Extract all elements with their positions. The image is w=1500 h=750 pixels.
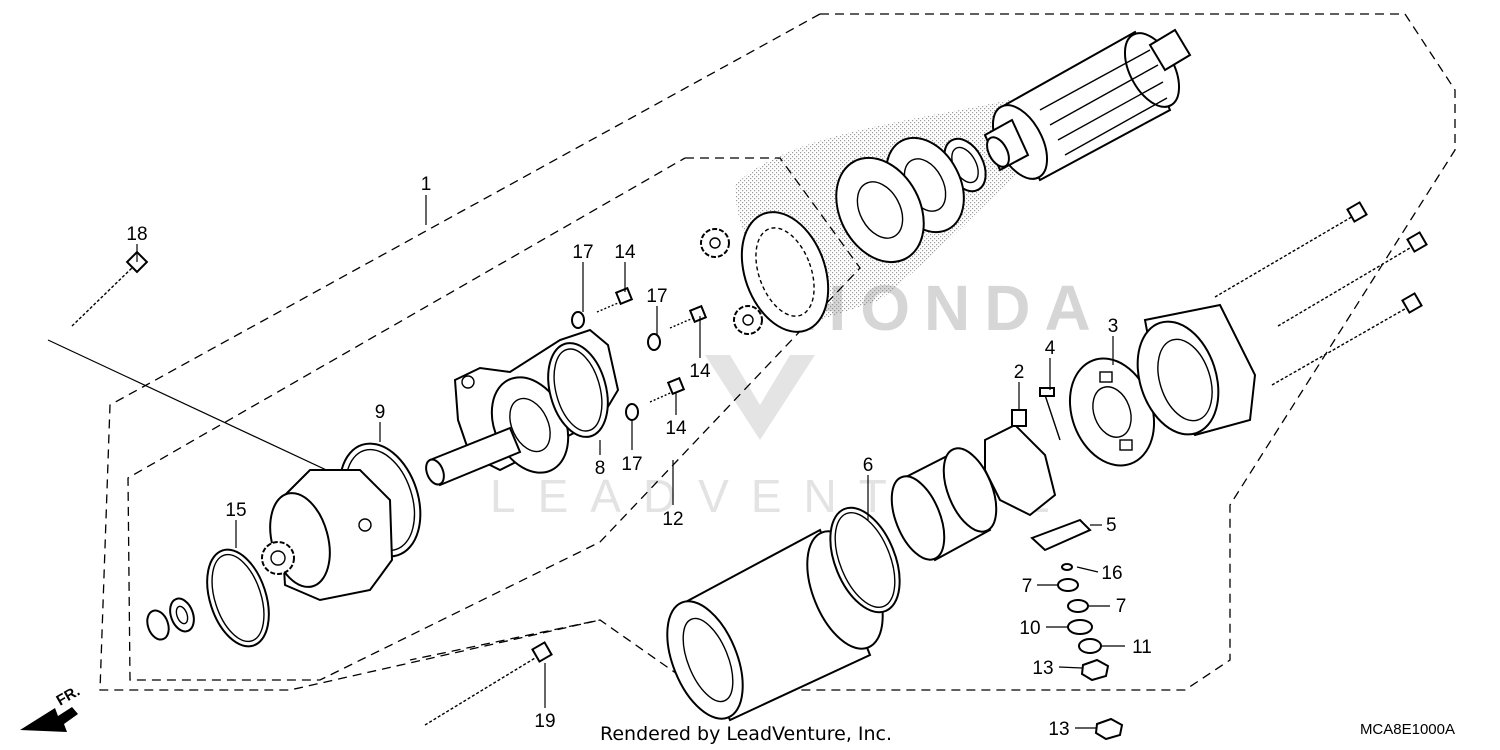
callout-12: 12	[662, 509, 683, 530]
bolt-18-icon	[71, 250, 149, 327]
callout-1: 1	[421, 174, 432, 195]
footer-credit: Rendered by LeadVenture, Inc.	[600, 723, 892, 745]
callout-14c: 14	[665, 418, 687, 439]
bolt-19-icon	[424, 641, 553, 726]
callout-16: 16	[1101, 563, 1122, 584]
through-bolt-icon	[1214, 201, 1428, 386]
callout-17a: 17	[572, 242, 593, 263]
washer-stack-icon	[1057, 563, 1124, 741]
callout-7b: 7	[1116, 596, 1127, 617]
callout-14b: 14	[689, 361, 711, 382]
callout-13a: 13	[1032, 658, 1053, 679]
shim-washer-icon	[835, 156, 925, 264]
brush-holder-ring-icon	[890, 447, 998, 562]
yoke-o-ring-icon	[829, 506, 901, 614]
callout-7a: 7	[1022, 576, 1033, 597]
leader-lines	[136, 195, 1125, 729]
callout-13b: 13	[1048, 719, 1069, 740]
callout-3: 3	[1108, 316, 1119, 337]
front-arrow: FR.	[20, 683, 83, 732]
callout-6: 6	[863, 455, 874, 476]
washer-17-icon	[571, 311, 661, 421]
callout-10: 10	[1019, 618, 1040, 639]
callout-14a: 14	[614, 242, 636, 263]
ring-gear-icon	[740, 211, 830, 333]
callout-17b: 17	[646, 286, 667, 307]
output-shaft-icon	[425, 426, 522, 487]
callout-labels: 1 2 3 4 5 6 7 7 8 9 10 11 12 13 13 14 14…	[126, 174, 1151, 740]
callout-17c: 17	[621, 454, 642, 475]
callout-19: 19	[534, 711, 555, 732]
callout-2: 2	[1014, 362, 1025, 383]
terminal-plate-icon	[1030, 518, 1092, 552]
callout-9: 9	[375, 402, 386, 423]
callout-8: 8	[595, 458, 606, 479]
o-ring-icon	[547, 342, 609, 438]
screw-icon	[1039, 387, 1061, 441]
front-housing-icon	[261, 469, 394, 602]
diagram-code: MCA8E1000A	[1360, 721, 1455, 738]
callout-5: 5	[1106, 515, 1117, 536]
callout-18: 18	[126, 224, 147, 245]
outer-assembly-outline	[409, 13, 1456, 691]
inner-assembly-outline	[127, 157, 861, 681]
callout-15: 15	[225, 500, 246, 521]
snap-ring-icon	[146, 597, 195, 641]
bolt-14-icon	[596, 286, 708, 403]
o-ring-15-icon	[206, 548, 270, 648]
brush-terminal-icon	[984, 409, 1057, 517]
callout-4: 4	[1045, 338, 1056, 359]
callout-11: 11	[1132, 637, 1152, 658]
yoke-icon	[666, 528, 884, 722]
planetary-gear-icon	[700, 228, 763, 335]
armature-icon	[983, 28, 1192, 182]
front-arrow-label: FR.	[54, 683, 83, 710]
rear-cover-icon	[1136, 303, 1257, 437]
